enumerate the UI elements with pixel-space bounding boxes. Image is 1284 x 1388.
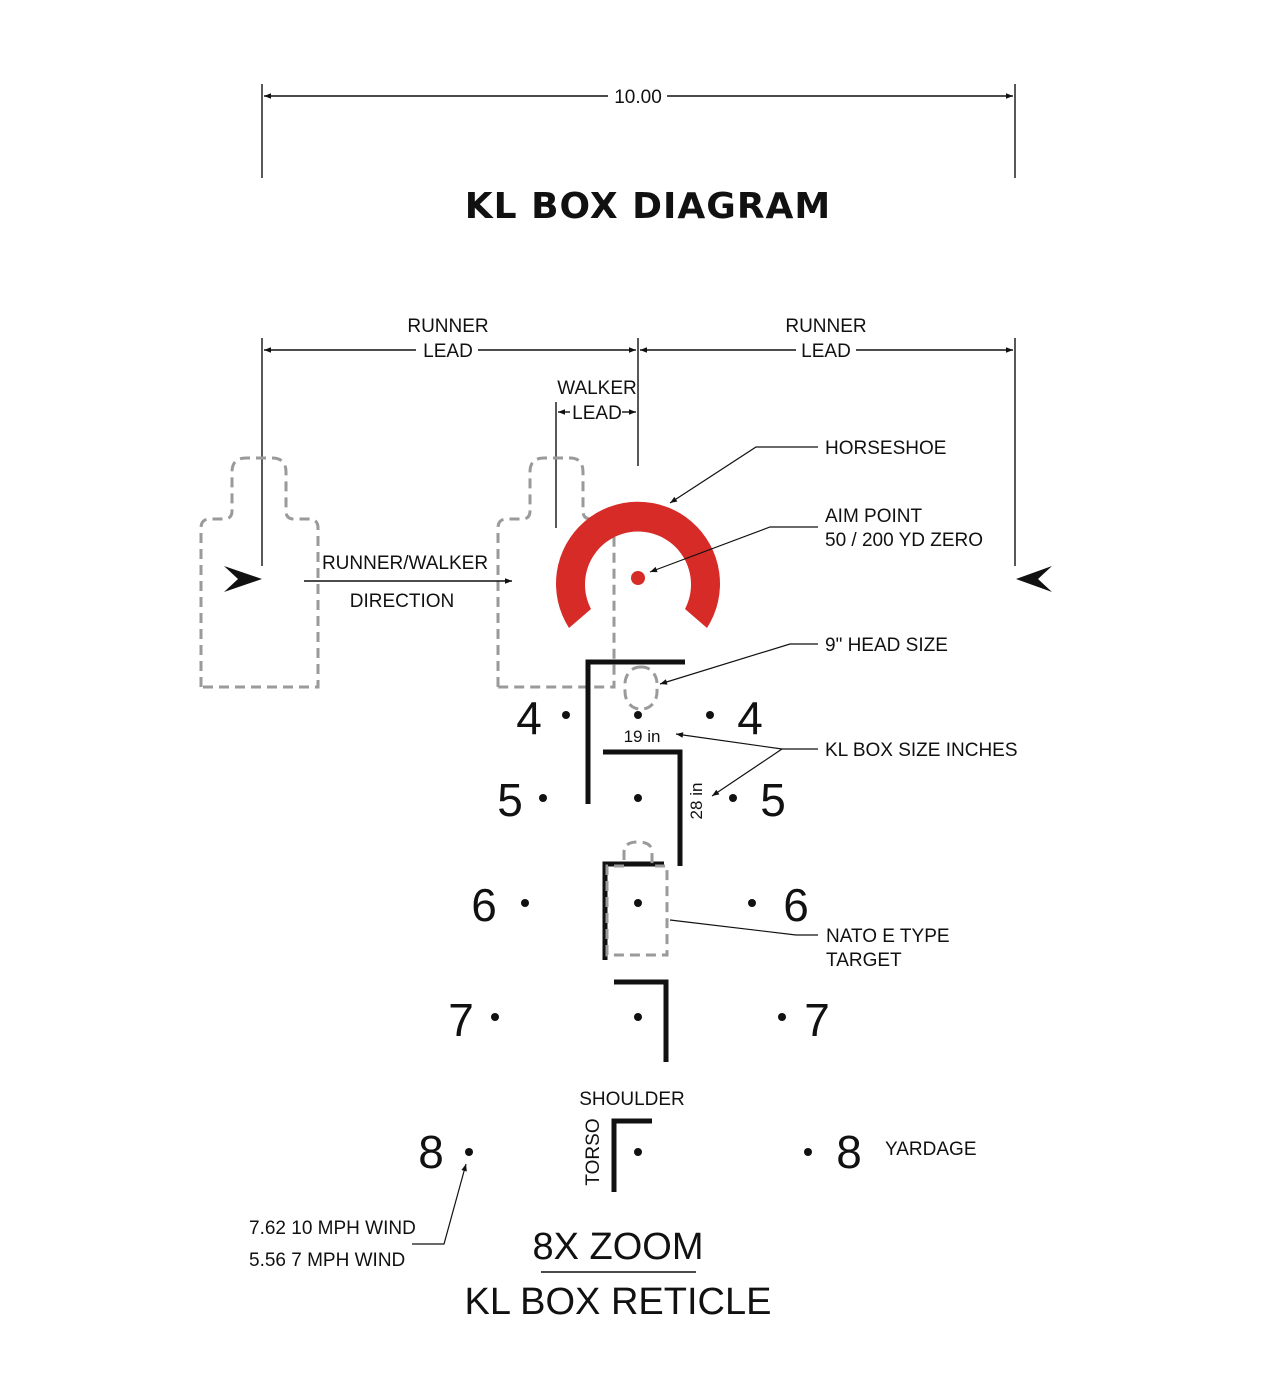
wind-556-label: 5.56 7 MPH WIND: [249, 1250, 405, 1271]
yardage-6-left: 6: [471, 879, 497, 931]
head-size-oval: [623, 665, 659, 711]
yardage-label: YARDAGE: [885, 1139, 977, 1160]
horseshoe-callout: HORSESHOE: [669, 438, 946, 504]
center-dot-8: [634, 1148, 642, 1156]
direction-arrow: RUNNER/WALKER DIRECTION: [304, 553, 512, 612]
left-chevron-icon: [224, 566, 262, 592]
zoom-label: 8X ZOOM: [532, 1226, 703, 1268]
yardage-6-right: 6: [783, 879, 809, 931]
aim-point-label-line2: 50 / 200 YD ZERO: [825, 530, 983, 551]
center-dot-5: [634, 794, 642, 802]
direction-line1: RUNNER/WALKER: [322, 553, 488, 574]
yardage-row-6: 6 6: [471, 879, 809, 931]
reticle-label: KL BOX RETICLE: [465, 1281, 772, 1323]
torso-label: TORSO: [583, 1118, 604, 1185]
box-width-label: 19 in: [624, 727, 661, 746]
box-size-callout: KL BOX SIZE INCHES: [675, 732, 1018, 797]
yardage-5-left: 5: [497, 774, 523, 826]
kl-box-700: [614, 979, 669, 1062]
yardage-7-right: 7: [804, 994, 830, 1046]
kl-box-400: [585, 659, 685, 804]
width-dimension-label: 10.00: [614, 87, 662, 108]
yardage-row-5: 5 5: [497, 774, 786, 826]
wind-dot-7-right: [778, 1013, 786, 1021]
wind-dot-4-right: [706, 711, 714, 719]
wind-762-label: 7.62 10 MPH WIND: [249, 1218, 416, 1239]
runner-lead-left-line2: LEAD: [423, 341, 473, 362]
center-dot-6: [634, 899, 642, 907]
walker-lead-line1: WALKER: [557, 378, 637, 399]
aim-point-label-line1: AIM POINT: [825, 506, 923, 527]
kl-box-500: [603, 749, 683, 866]
wind-dot-7-left: [491, 1013, 499, 1021]
yardage-row-8: 8 8: [418, 1126, 862, 1178]
yardage-row-4: 4 4: [516, 692, 763, 744]
center-dot-4: [634, 711, 642, 719]
yardage-8-right: 8: [836, 1126, 862, 1178]
walker-lead: WALKER LEAD: [555, 378, 637, 528]
yardage-7-left: 7: [448, 994, 474, 1046]
yardage-row-7: 7 7: [448, 994, 830, 1046]
runner-lead-right-line2: LEAD: [801, 341, 851, 362]
wind-dot-5-right: [729, 794, 737, 802]
wind-dot-5-left: [539, 794, 547, 802]
kl-box-800: [611, 1118, 652, 1192]
wind-dot-8-left: [465, 1148, 473, 1156]
shoulder-label: SHOULDER: [579, 1089, 685, 1110]
runner-lead-left-line1: RUNNER: [407, 316, 488, 337]
direction-line2: DIRECTION: [350, 591, 455, 612]
head-size-callout: 9" HEAD SIZE: [659, 635, 948, 685]
wind-dot-6-right: [748, 899, 756, 907]
horseshoe-reticle: [556, 501, 721, 628]
wind-dot-4-left: [562, 711, 570, 719]
nato-e-type-target: [605, 840, 669, 957]
nato-target-label-line2: TARGET: [826, 950, 902, 971]
runner-lead-left: RUNNER LEAD: [261, 316, 636, 566]
runner-silhouette-target: [199, 456, 320, 689]
aim-point-callout: AIM POINT 50 / 200 YD ZERO: [649, 506, 983, 573]
nato-target-callout: NATO E TYPE TARGET: [669, 919, 950, 971]
runner-lead-right-line1: RUNNER: [785, 316, 866, 337]
kl-box-600: [602, 861, 664, 960]
horseshoe-label: HORSESHOE: [825, 438, 946, 459]
walker-lead-line2: LEAD: [572, 403, 622, 424]
wind-callout: 7.62 10 MPH WIND 5.56 7 MPH WIND: [249, 1163, 467, 1271]
aim-point-dot: [631, 571, 645, 585]
wind-dot-6-left: [521, 899, 529, 907]
runner-lead-right: RUNNER LEAD: [637, 316, 1016, 566]
diagram-title: KL BOX DIAGRAM: [465, 186, 832, 227]
head-size-label: 9" HEAD SIZE: [825, 635, 948, 656]
width-dimension: 10.00: [261, 84, 1016, 178]
wind-dot-8-right: [804, 1148, 812, 1156]
nato-target-label-line1: NATO E TYPE: [826, 926, 950, 947]
box-size-label: KL BOX SIZE INCHES: [825, 740, 1018, 761]
yardage-4-right: 4: [737, 692, 763, 744]
yardage-4-left: 4: [516, 692, 542, 744]
yardage-5-right: 5: [760, 774, 786, 826]
box-height-label: 28 in: [687, 783, 706, 820]
center-dot-7: [634, 1013, 642, 1021]
right-chevron-icon: [1016, 566, 1052, 592]
yardage-8-left: 8: [418, 1126, 444, 1178]
